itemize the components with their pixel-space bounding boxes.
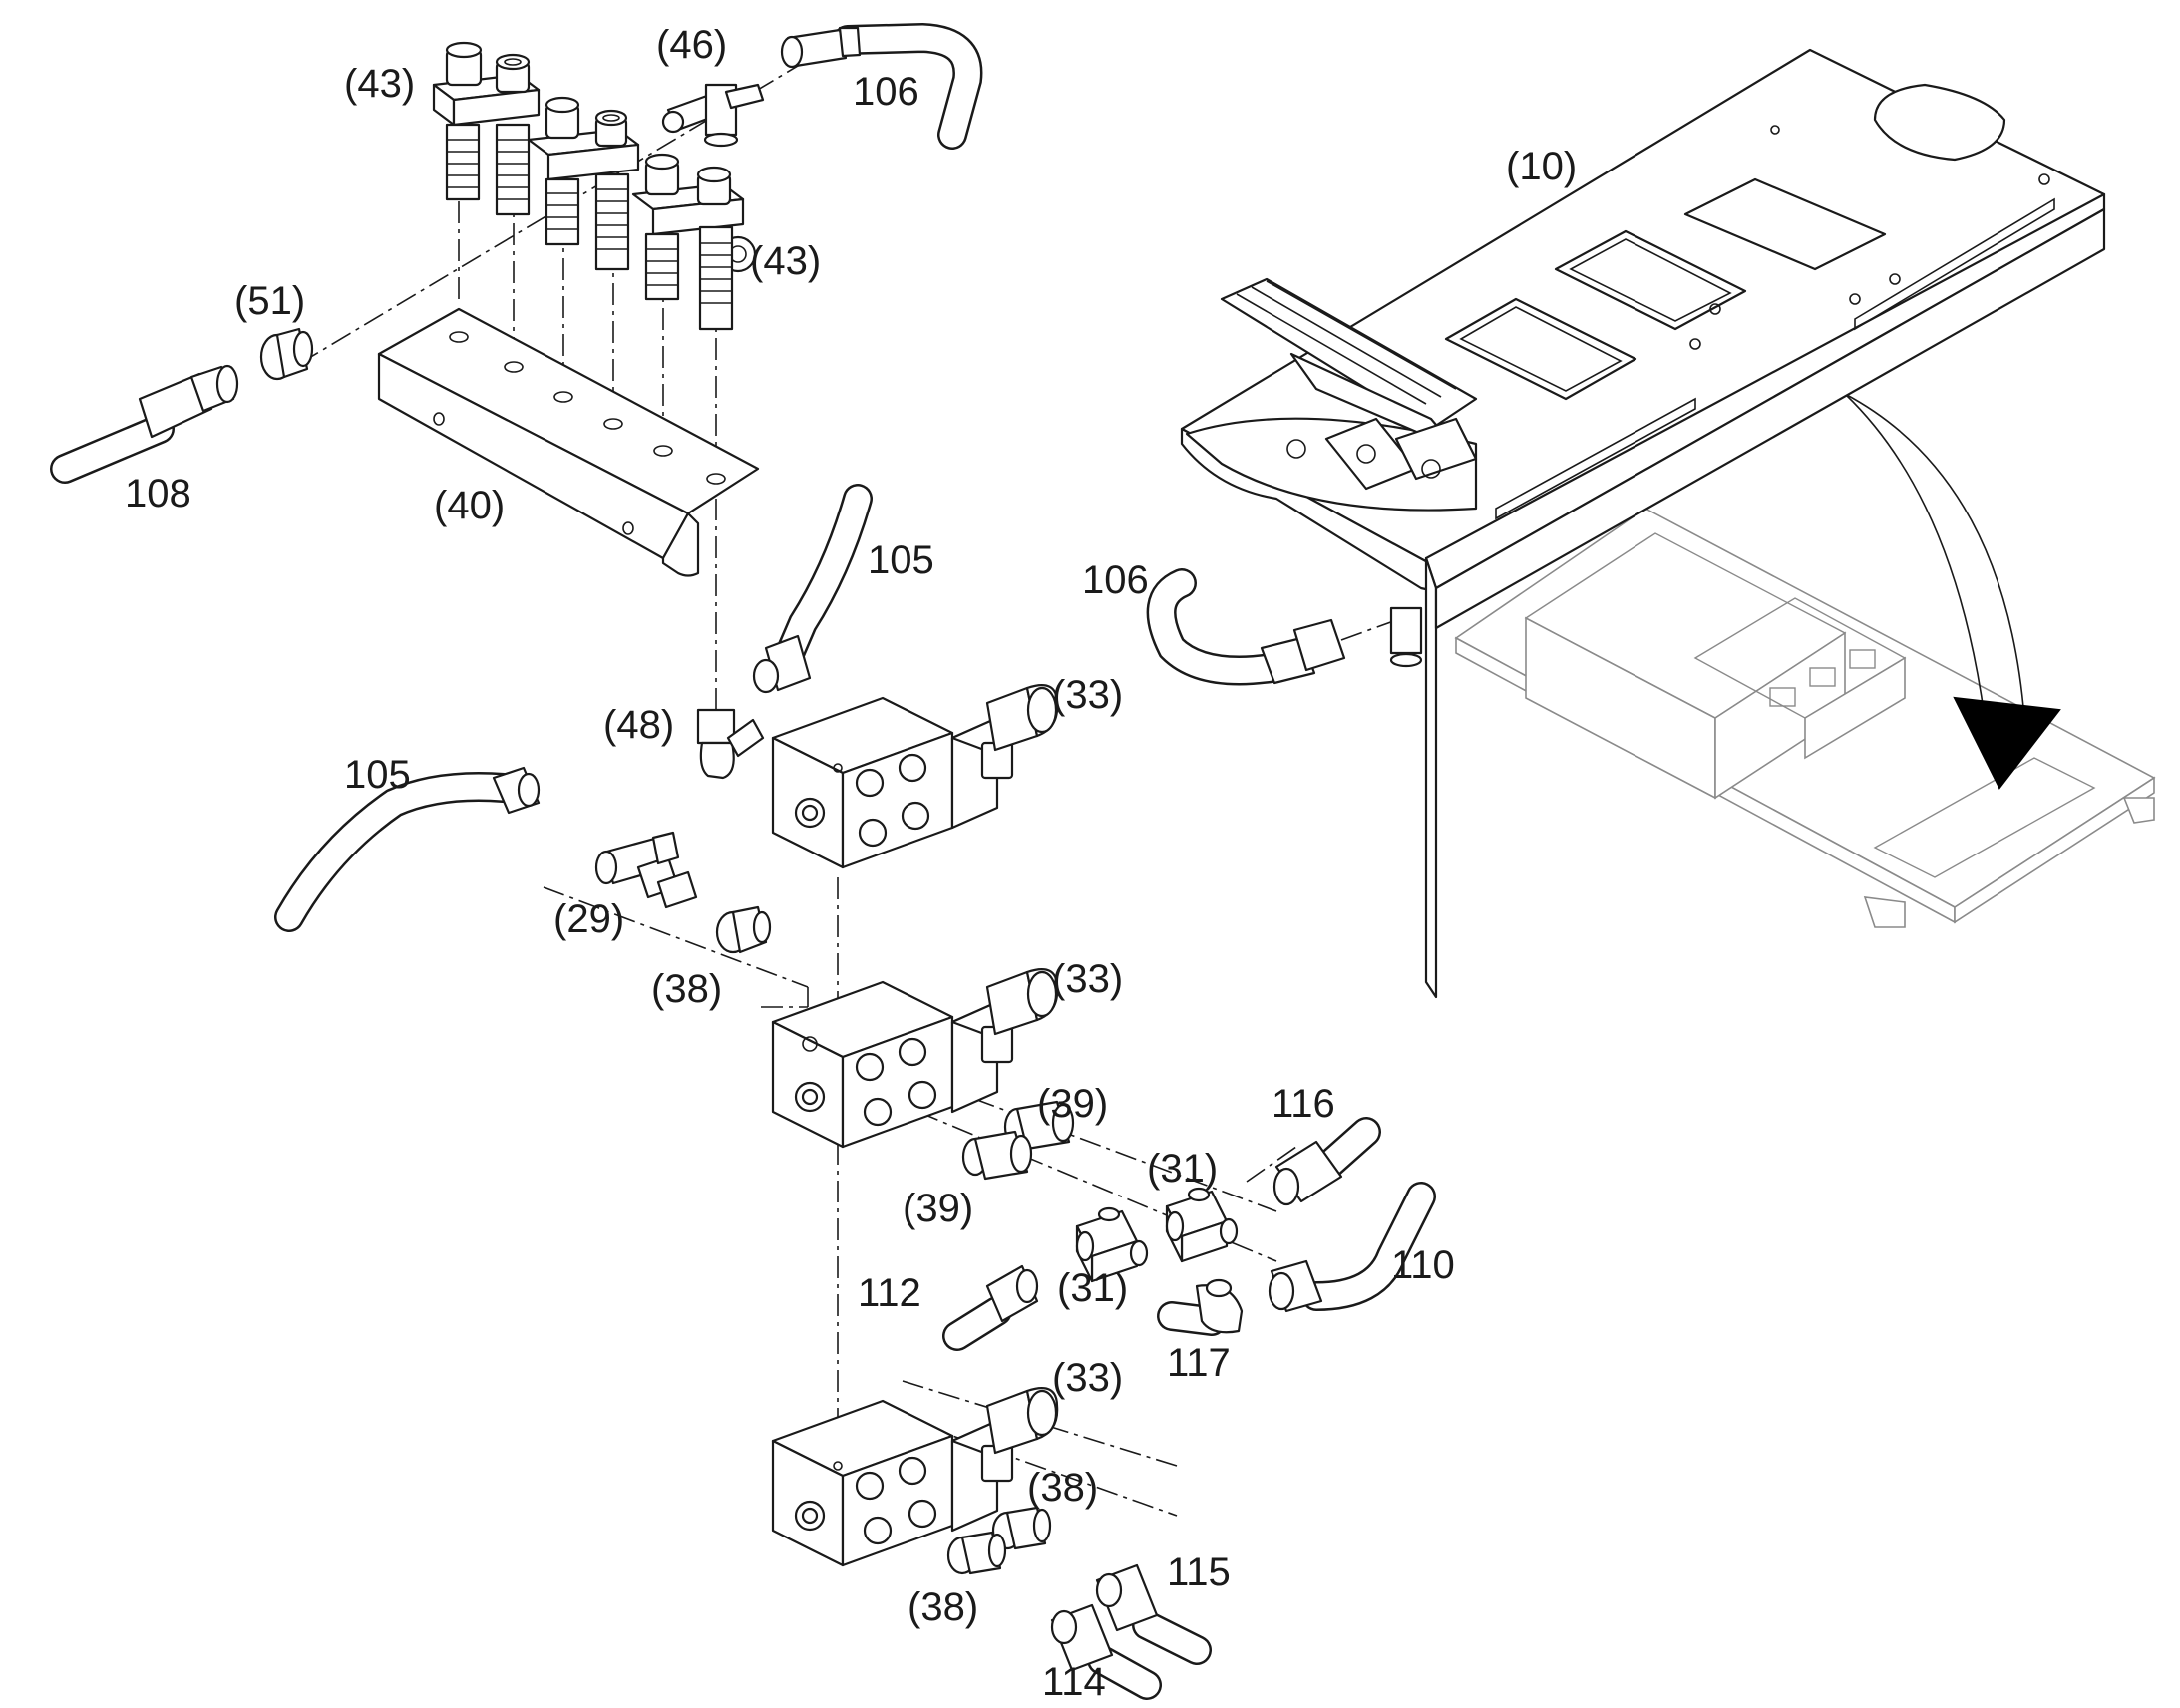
label-105b: 105 [344, 753, 411, 797]
hose-112 [942, 1264, 1039, 1351]
labels: (43) (46) 106 (43) (10) (51) 108 (40) 10… [125, 23, 1577, 1704]
label-46: (46) [656, 23, 727, 67]
label-33a: (33) [1052, 673, 1123, 717]
label-114: 114 [1042, 1660, 1106, 1704]
label-40: (40) [434, 484, 505, 527]
fitting-38-lower-left [946, 1531, 1007, 1575]
directional-valve-33c [771, 1387, 1059, 1567]
label-38a: (38) [651, 967, 722, 1011]
label-43b: (43) [750, 239, 821, 283]
fitting-51 [259, 327, 314, 381]
label-116: 116 [1272, 1082, 1335, 1126]
label-105a: 105 [868, 538, 934, 582]
label-115: 115 [1167, 1550, 1231, 1594]
hose-116 [1272, 1117, 1381, 1206]
label-110: 110 [1391, 1243, 1455, 1287]
label-106a: 106 [853, 70, 919, 114]
label-31a: (31) [1147, 1147, 1218, 1191]
directional-valve-33a [771, 684, 1059, 869]
label-29: (29) [553, 897, 624, 941]
tee-fitting-29 [594, 831, 698, 909]
tee-fitting-31-right [1165, 1187, 1239, 1263]
fitting-38-upper [715, 905, 772, 954]
hose-114 [1050, 1603, 1162, 1700]
hose-108 [50, 364, 239, 484]
hose-105-upper [752, 484, 873, 694]
hose-110 [1268, 1182, 1436, 1313]
label-117: 117 [1167, 1341, 1231, 1385]
rotation-arrow [1844, 393, 2061, 790]
label-33b: (33) [1052, 957, 1123, 1001]
valve-block-43c [631, 153, 757, 331]
label-48: (48) [603, 703, 674, 747]
base-frame-ghost [1454, 508, 2156, 928]
label-10: (10) [1506, 145, 1577, 188]
fitting-38-lower-right [991, 1506, 1052, 1550]
hose-105-lower [274, 766, 541, 932]
label-43a: (43) [344, 62, 415, 106]
directional-valve-33b [771, 968, 1059, 1149]
label-108: 108 [125, 472, 191, 515]
label-38b: (38) [1027, 1466, 1098, 1510]
mounting-bracket [377, 307, 760, 577]
hose-106-lower [1146, 568, 1423, 686]
hose-115 [1095, 1563, 1212, 1665]
hose-117 [1157, 1278, 1244, 1336]
valve-block-43b [527, 96, 640, 271]
valve-block-43a [432, 41, 541, 216]
label-39a: (39) [1037, 1082, 1108, 1126]
label-38c: (38) [908, 1585, 978, 1629]
elbow-fitting-46 [661, 83, 765, 148]
label-31b: (31) [1057, 1266, 1128, 1310]
label-39b: (39) [903, 1187, 973, 1230]
hose-106-top [780, 22, 983, 150]
label-112: 112 [858, 1271, 921, 1315]
fitting-39-lower [961, 1130, 1033, 1181]
foot-pedal [1185, 277, 1478, 512]
label-106b: 106 [1082, 558, 1149, 602]
tee-fitting-31-left [1075, 1206, 1149, 1283]
label-33c: (33) [1052, 1356, 1123, 1400]
label-51: (51) [234, 279, 305, 323]
elbow-fitting-48 [696, 708, 765, 780]
